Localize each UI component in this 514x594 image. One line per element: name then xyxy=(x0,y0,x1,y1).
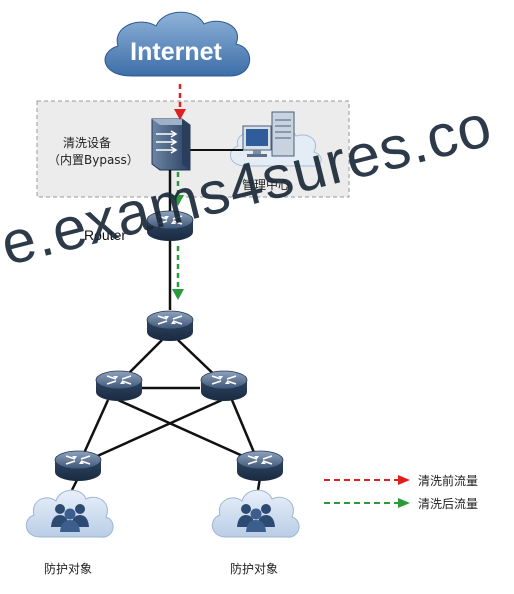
management-center-icon xyxy=(242,111,295,157)
protected-object-left-icon xyxy=(25,489,114,538)
router-access-right-icon xyxy=(236,450,284,482)
post-clean-arrowhead-2 xyxy=(172,289,184,300)
internet-cloud xyxy=(104,11,251,77)
legend-pre-label: 清洗前流量 xyxy=(418,474,479,488)
pre-clean-arrowhead xyxy=(174,109,186,120)
device-label-line2: （内置Bypass） xyxy=(48,153,139,167)
protected-label-left: 防护对象 xyxy=(44,562,93,576)
legend-post-arrowhead xyxy=(398,498,410,508)
cleaning-device-icon xyxy=(151,118,191,171)
router-label: Router xyxy=(84,227,127,243)
legend-pre-arrowhead xyxy=(398,475,410,485)
legend-post-label: 清洗后流量 xyxy=(418,497,479,511)
protected-object-right-icon xyxy=(211,489,300,538)
internet-label: Internet xyxy=(130,38,222,66)
device-label-line1: 清洗设备 xyxy=(63,136,112,150)
router-dist-left-icon xyxy=(95,370,143,402)
router-access-left-icon xyxy=(54,450,102,482)
post-clean-arrowhead-1 xyxy=(172,195,184,206)
mgmt-label: 管理中心 xyxy=(242,178,291,192)
router-dist-right-icon xyxy=(200,370,248,402)
protected-label-right: 防护对象 xyxy=(230,562,279,576)
router-core-icon xyxy=(146,310,194,342)
